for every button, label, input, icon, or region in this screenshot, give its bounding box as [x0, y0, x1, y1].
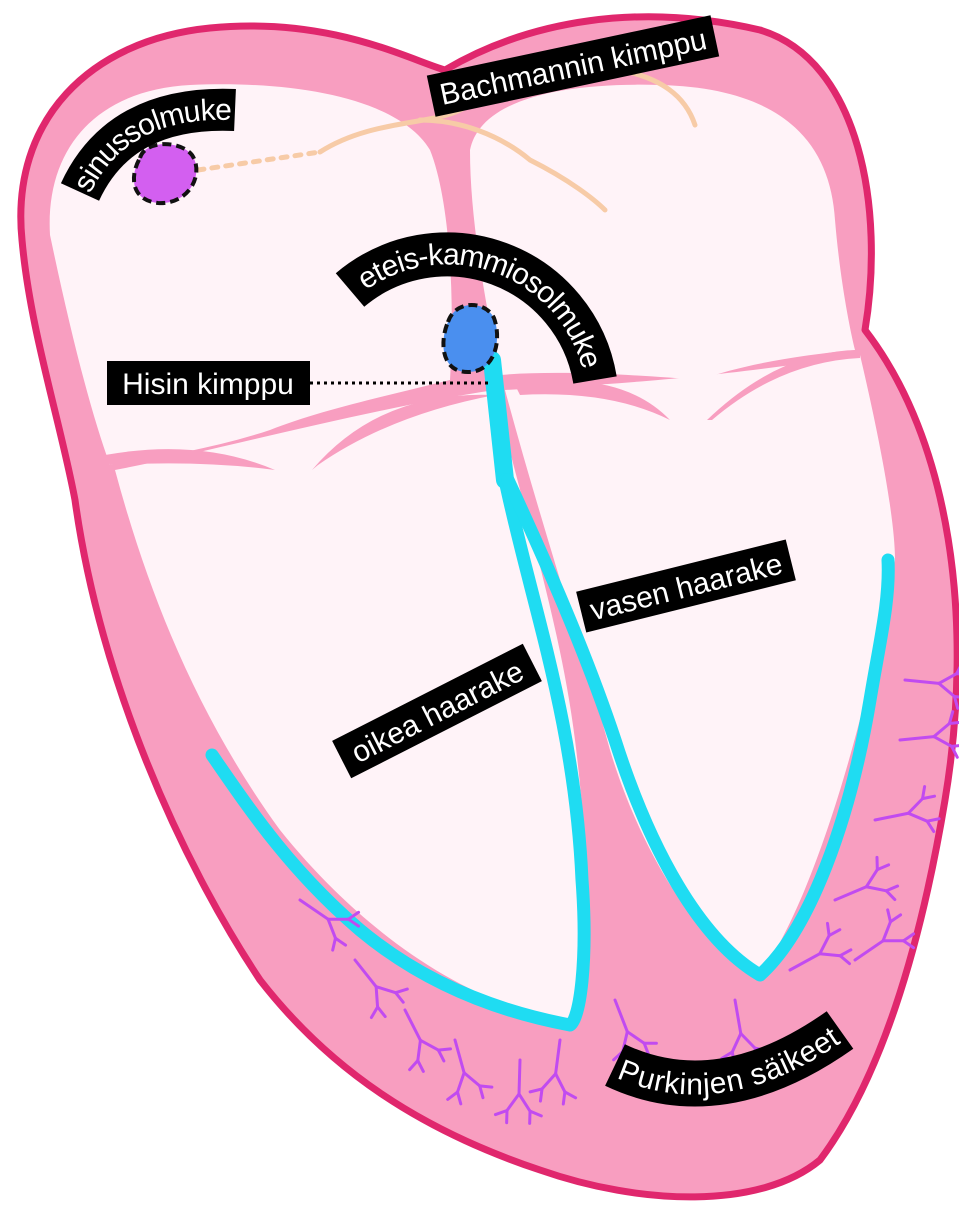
purkinje-fiber	[519, 1060, 520, 1094]
purkinje-fiber	[563, 1092, 565, 1104]
sa-node	[134, 144, 196, 203]
purkinje-fiber	[828, 923, 830, 935]
label-his: Hisin kimppu	[107, 361, 310, 405]
purkinje-fiber	[949, 722, 959, 723]
purkinje-fiber	[376, 987, 377, 1007]
purkinje-fiber	[820, 954, 840, 956]
av-node	[443, 305, 497, 372]
svg-text:Hisin kimppu: Hisin kimppu	[122, 368, 294, 401]
purkinje-fiber	[438, 1049, 450, 1050]
